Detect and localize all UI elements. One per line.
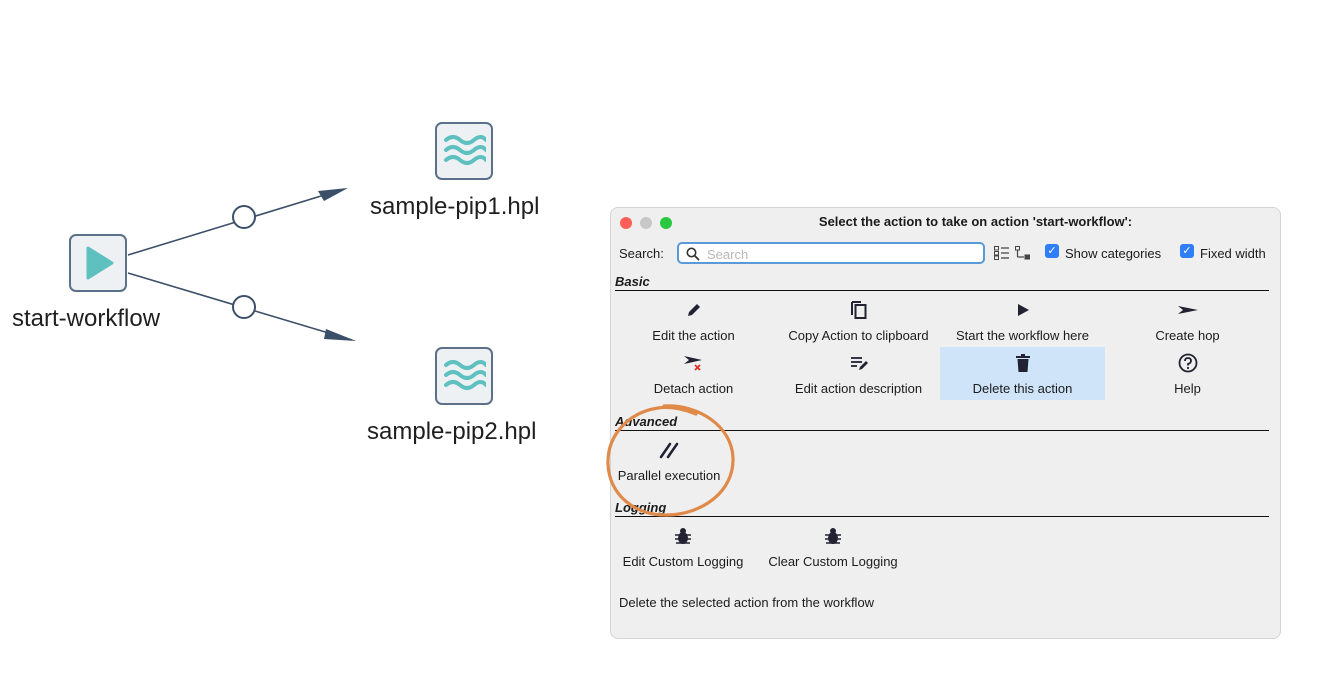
hop-arrow-icon [1177, 306, 1198, 314]
hops-layer [127, 188, 356, 341]
dialog-titlebar[interactable]: Select the action to take on action 'sta… [611, 208, 1280, 236]
menu-item-create-hop[interactable]: Create hop [1105, 294, 1270, 347]
status-description: Delete the selected action from the work… [619, 595, 875, 610]
hop-arrow-2 [324, 329, 356, 341]
list-view-icon[interactable] [994, 246, 1010, 260]
menu-item-start-workflow-here[interactable]: Start the workflow here [940, 294, 1105, 347]
pipeline-wave-icon [444, 135, 486, 165]
menu-item-delete-action[interactable]: Delete this action [940, 347, 1105, 400]
show-categories-checkbox[interactable]: ✓ [1045, 244, 1059, 258]
copy-icon [850, 301, 866, 319]
minimize-window-button[interactable] [640, 217, 652, 229]
trash-icon [1015, 354, 1030, 372]
menu-item-help[interactable]: Help [1105, 347, 1270, 400]
menu-item-label: Copy Action to clipboard [788, 328, 929, 343]
pipeline-node-2-label: sample-pip2.hpl [367, 418, 537, 445]
menu-item-copy-action[interactable]: Copy Action to clipboard [776, 294, 941, 347]
menu-item-label: Help [1174, 381, 1201, 396]
close-window-button[interactable] [620, 217, 632, 229]
search-icon [686, 247, 700, 261]
menu-item-parallel-execution[interactable]: Parallel execution [611, 434, 727, 487]
hop-conditional-icon-1 [232, 205, 256, 229]
help-icon [1178, 353, 1197, 373]
pencil-icon [687, 304, 700, 316]
menu-item-edit-description[interactable]: Edit action description [776, 347, 941, 400]
action-dialog: Select the action to take on action 'sta… [610, 207, 1281, 639]
menu-item-label: Start the workflow here [956, 328, 1089, 343]
search-row: Search: ✓ Show categories ✓ Fixed width [611, 242, 1280, 266]
edit-description-icon [850, 357, 868, 370]
start-play-icon [86, 246, 114, 280]
detach-icon [683, 356, 702, 371]
menu-item-edit-custom-logging[interactable]: Edit Custom Logging [613, 520, 753, 573]
search-box[interactable] [677, 242, 985, 264]
play-icon [1017, 304, 1029, 316]
zoom-window-button[interactable] [660, 217, 672, 229]
search-input[interactable] [705, 245, 979, 264]
workflow-canvas[interactable]: start-workflow sample-pip1.hpl sample-pi… [0, 0, 600, 698]
hop-conditional-icon-2 [232, 295, 256, 319]
start-node-label: start-workflow [12, 305, 161, 332]
pipeline-node-2[interactable] [435, 347, 493, 405]
tree-view-icon[interactable] [1015, 246, 1031, 260]
fixed-width-checkbox[interactable]: ✓ [1180, 244, 1194, 258]
menu-item-edit-action[interactable]: Edit the action [611, 294, 776, 347]
menu-item-detach-action[interactable]: Detach action [611, 347, 776, 400]
parallel-icon [659, 442, 679, 459]
pipeline-node-1[interactable] [435, 122, 493, 180]
show-categories-label: Show categories [1065, 246, 1162, 261]
menu-item-label: Delete this action [972, 381, 1073, 396]
menu-item-label: Create hop [1155, 328, 1220, 343]
bug-icon [825, 528, 841, 544]
bug-icon [675, 528, 691, 544]
hop-arrow-1 [318, 188, 348, 201]
pipeline-node-1-label: sample-pip1.hpl [370, 193, 540, 220]
pipeline-wave-icon [444, 360, 486, 390]
menu-item-label: Edit Custom Logging [622, 554, 744, 569]
fixed-width-label: Fixed width [1200, 246, 1266, 261]
category-logging: Logging [615, 500, 1269, 517]
search-label: Search: [619, 246, 664, 261]
menu-item-label: Clear Custom Logging [768, 554, 898, 569]
dialog-title: Select the action to take on action 'sta… [818, 214, 1133, 229]
menu-item-clear-custom-logging[interactable]: Clear Custom Logging [757, 520, 909, 573]
menu-item-label: Detach action [653, 381, 734, 396]
menu-item-label: Edit the action [652, 328, 735, 343]
menu-item-label: Parallel execution [617, 468, 721, 483]
category-basic: Basic [615, 274, 1269, 291]
menu-item-label: Edit action description [794, 381, 923, 396]
start-action-node[interactable] [69, 234, 127, 292]
category-advanced: Advanced [615, 414, 1269, 431]
